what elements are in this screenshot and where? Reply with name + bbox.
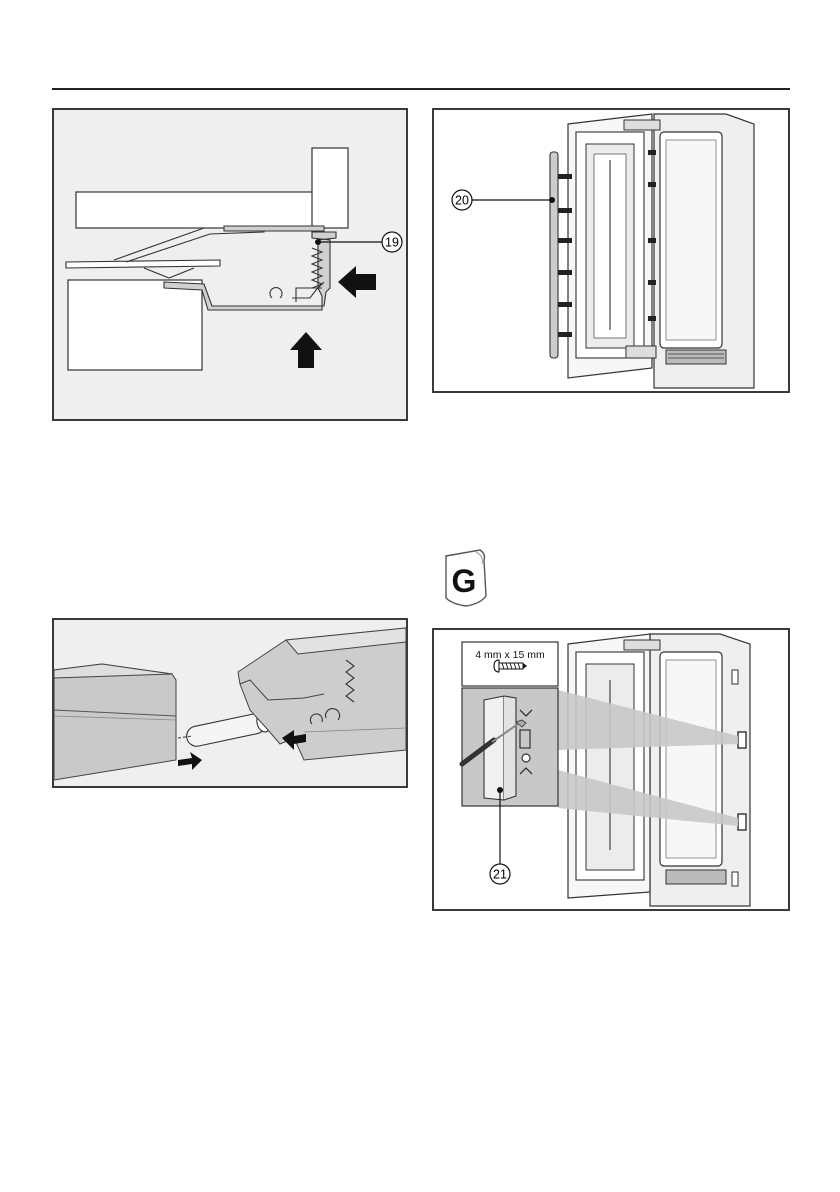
hinge-plate	[66, 260, 220, 268]
vent-grille	[666, 350, 726, 364]
arrow-up	[290, 332, 322, 368]
callout-19-dot	[315, 239, 321, 245]
kit-badge: G	[440, 548, 492, 608]
bracket-target-upper	[738, 732, 746, 748]
mounting-strip	[224, 226, 324, 231]
bracket-target-lower	[738, 814, 746, 830]
hinge-arm	[114, 228, 264, 262]
side-panel	[312, 148, 348, 228]
arrow-left	[338, 266, 376, 298]
figure-profile-section: 19	[52, 108, 408, 421]
profile-section-drawing: 19	[54, 110, 406, 419]
left-profile	[54, 664, 176, 780]
bracket-screw-drawing: 4 mm x 15 mm 21	[434, 630, 788, 909]
callout-21: 21	[493, 868, 507, 882]
header-rule	[52, 88, 790, 90]
upper-panel	[76, 192, 324, 228]
figure-connector-pin	[52, 618, 408, 788]
callout-20: 20	[455, 194, 469, 208]
callout-19: 19	[385, 236, 399, 250]
profile-hook	[270, 288, 282, 298]
top-hinge	[624, 120, 660, 130]
interior-wall	[666, 140, 716, 340]
screw-size-label: 4 mm x 15 mm	[475, 649, 545, 661]
kit-bag-icon: G	[440, 548, 492, 608]
arrow-right	[178, 752, 202, 770]
kit-letter: G	[452, 563, 477, 599]
bottom-hinge	[626, 346, 656, 358]
lower-panel	[68, 280, 202, 370]
hinge-link	[144, 268, 194, 278]
figure-door-strip: 20	[432, 108, 790, 393]
connector-pin-drawing	[54, 620, 406, 786]
profile-clip	[296, 288, 322, 302]
figure-bracket-screw: 4 mm x 15 mm 21	[432, 628, 790, 911]
door-strip-drawing: 20	[434, 110, 788, 391]
trim-strip-20	[550, 152, 558, 358]
